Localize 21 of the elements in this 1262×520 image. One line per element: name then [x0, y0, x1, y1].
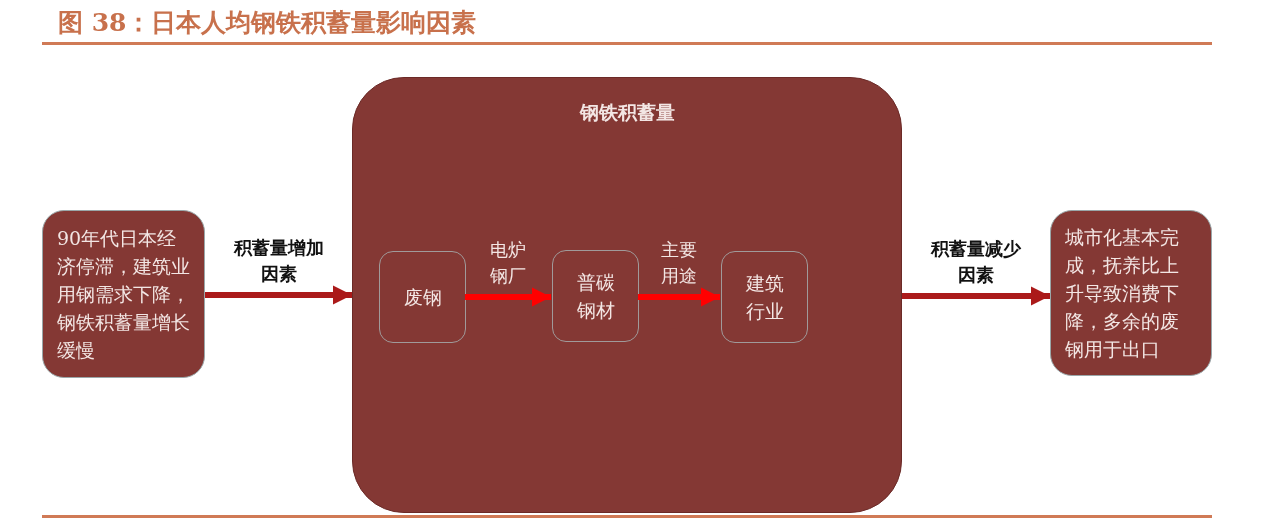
- node-text: 城市化基本完成，抚养比上升导致消费下降，多余的废钢用于出口: [1065, 225, 1180, 362]
- node-text: 废钢: [403, 285, 442, 310]
- node-text: 普碳钢材: [575, 270, 616, 323]
- container-box: [352, 77, 902, 513]
- node-text: 建筑行业: [744, 271, 785, 324]
- edge-label: 电炉钢厂: [489, 238, 527, 288]
- arrow: [205, 285, 352, 305]
- arrow: [902, 286, 1050, 306]
- text-box: [1050, 210, 1212, 376]
- arrow: [638, 287, 720, 307]
- edge-label: 主要用途: [660, 238, 698, 288]
- process-box: [379, 251, 466, 343]
- process-box: [721, 251, 808, 343]
- node-text: 钢铁积蓄量: [578, 100, 676, 125]
- edge-label: 积蓄量增加因素: [232, 236, 325, 286]
- text-box: [42, 210, 205, 378]
- edge-label: 积蓄量减少因素: [929, 237, 1022, 287]
- arrow: [465, 287, 551, 307]
- figure-title: 图 38：日本人均钢铁积蓄量影响因素: [58, 7, 477, 39]
- process-box: [552, 250, 639, 342]
- node-text: 90年代日本经济停滞，建筑业用钢需求下降，钢铁积蓄量增长缓慢: [57, 226, 190, 363]
